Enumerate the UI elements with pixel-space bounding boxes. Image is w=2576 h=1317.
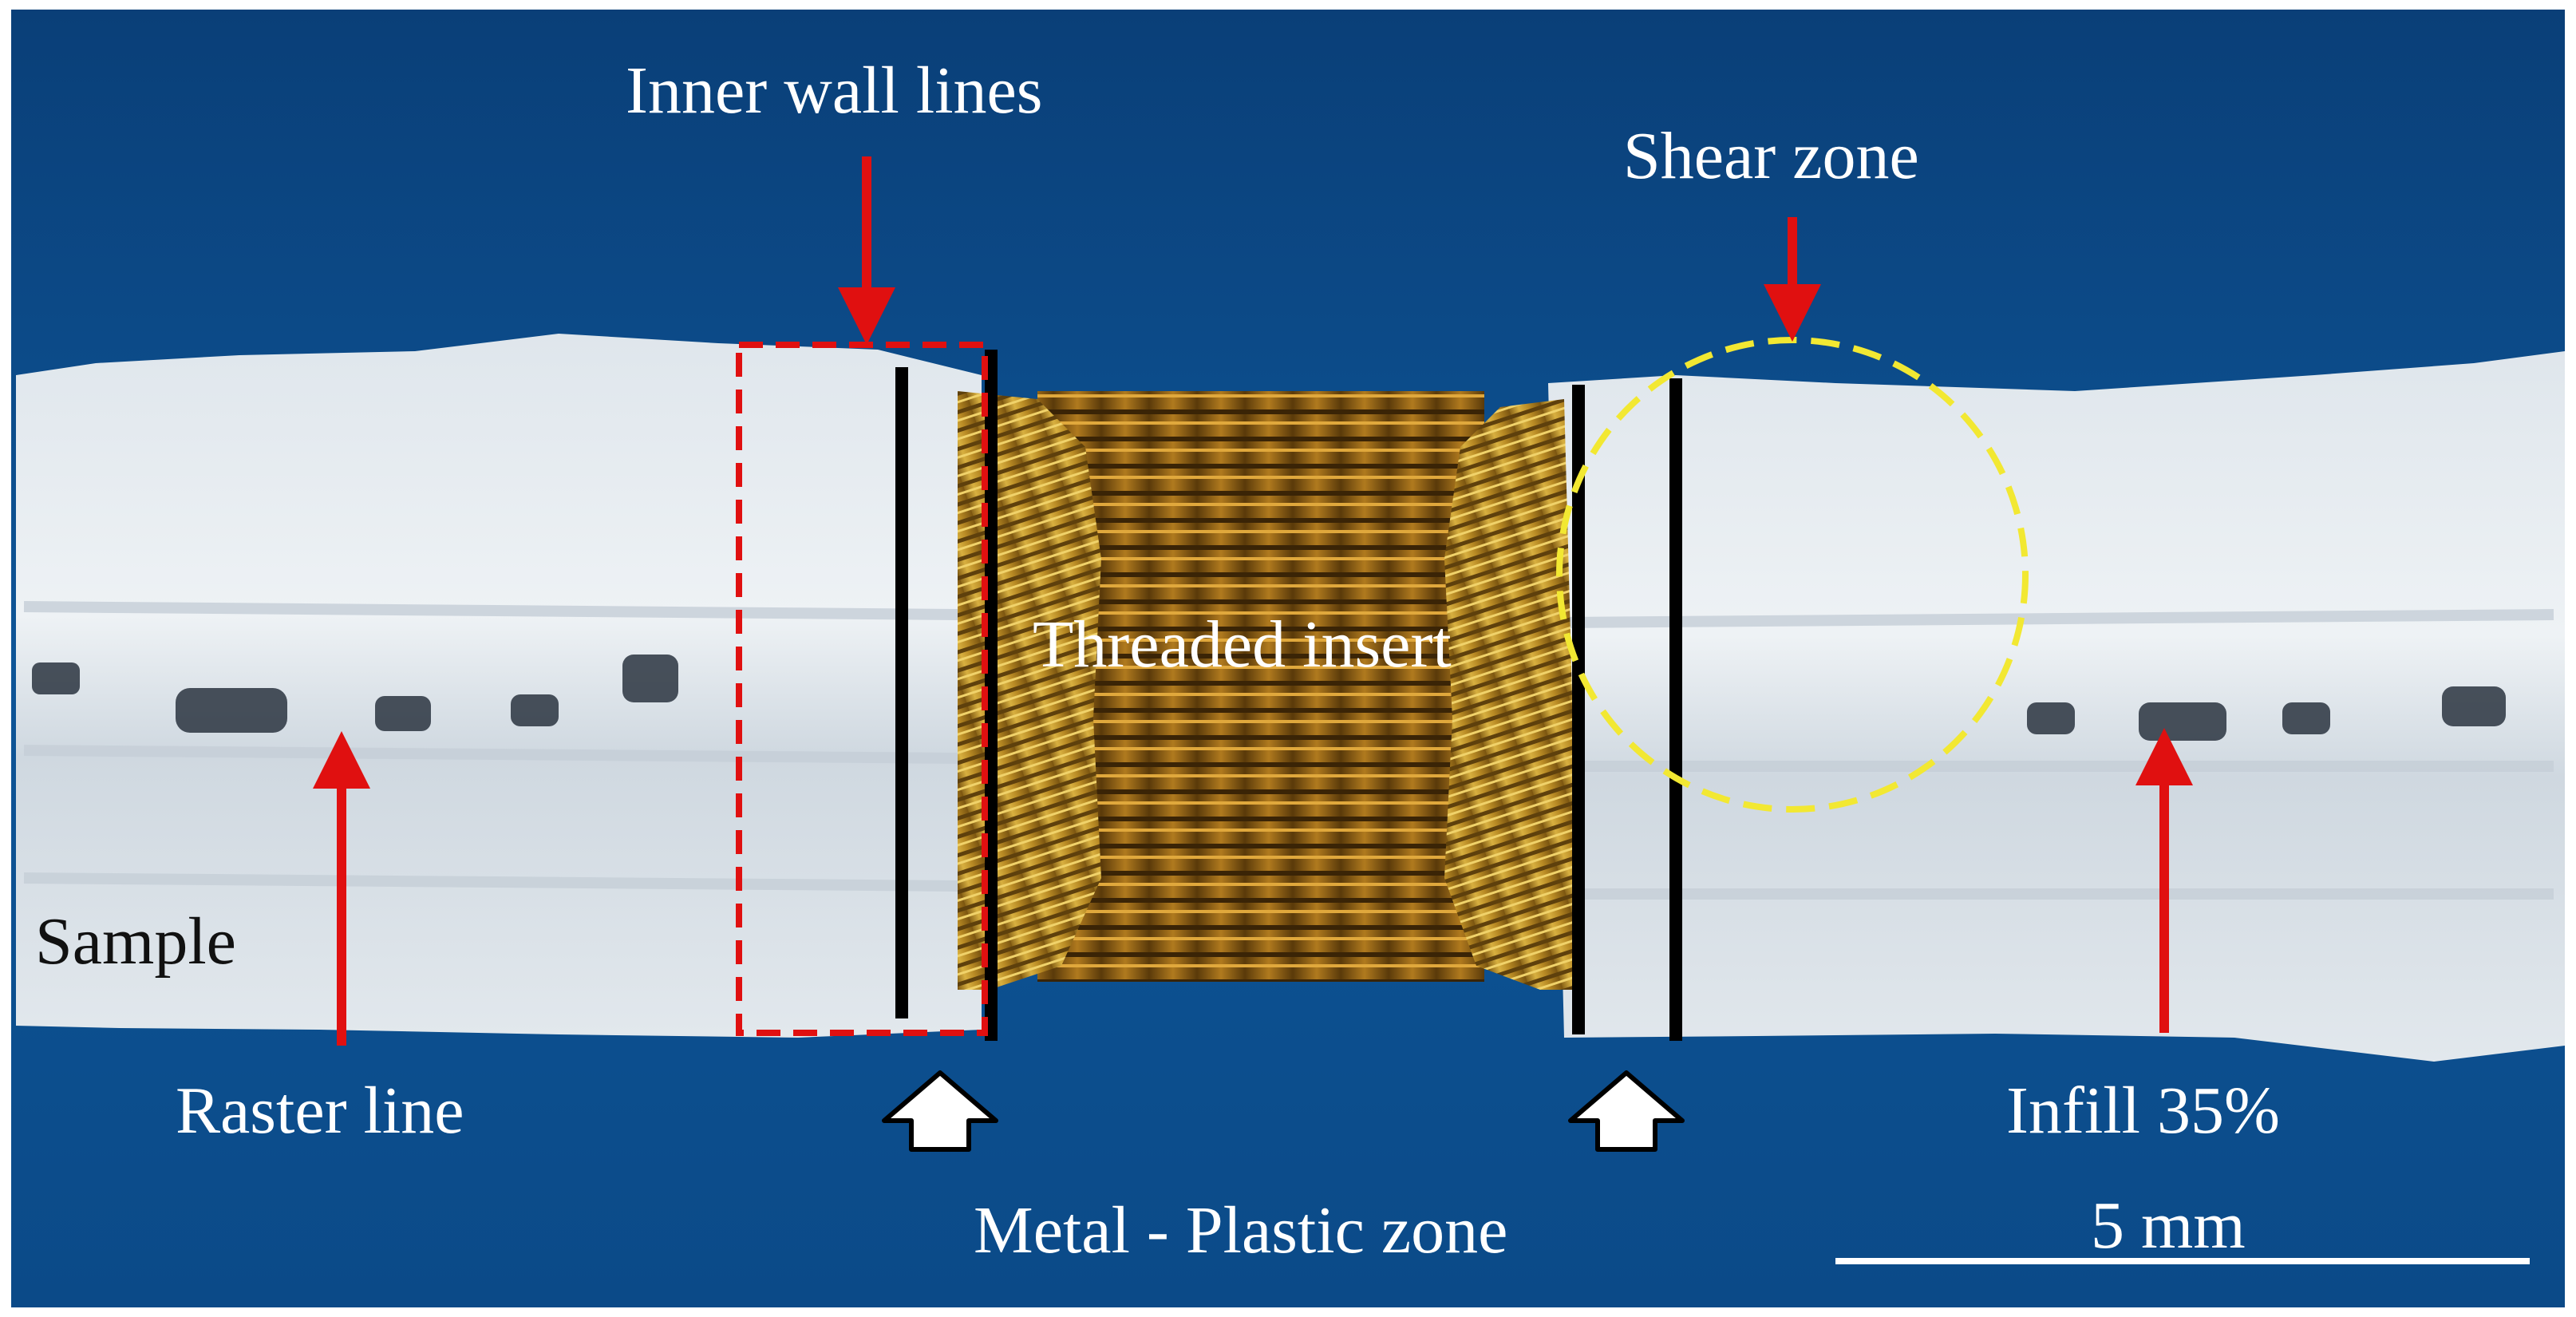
- label-infill: Infill 35%: [2006, 1074, 2280, 1148]
- insert-right-threads: [1444, 399, 1580, 990]
- inner-wall-box: [736, 342, 988, 1036]
- label-raster-line: Raster line: [176, 1074, 464, 1148]
- label-metal-plastic-zone: Metal - Plastic zone: [974, 1193, 1508, 1268]
- up-arrow-left: [882, 1070, 998, 1152]
- interface-lines: [895, 350, 1682, 1041]
- label-threaded-insert: Threaded insert: [1033, 607, 1452, 682]
- insert-left-threads: [958, 391, 1101, 990]
- raster-voids: [32, 655, 2506, 741]
- up-arrow-right: [1568, 1070, 1685, 1152]
- raster-strands: [23, 601, 2554, 900]
- label-scale-bar: 5 mm: [2091, 1188, 2246, 1263]
- label-shear-zone: Shear zone: [1623, 119, 1919, 193]
- red-arrows: [313, 156, 2193, 1046]
- insert-core: [1037, 391, 1484, 982]
- label-sample: Sample: [35, 904, 236, 979]
- label-inner-wall-lines: Inner wall lines: [626, 53, 1043, 128]
